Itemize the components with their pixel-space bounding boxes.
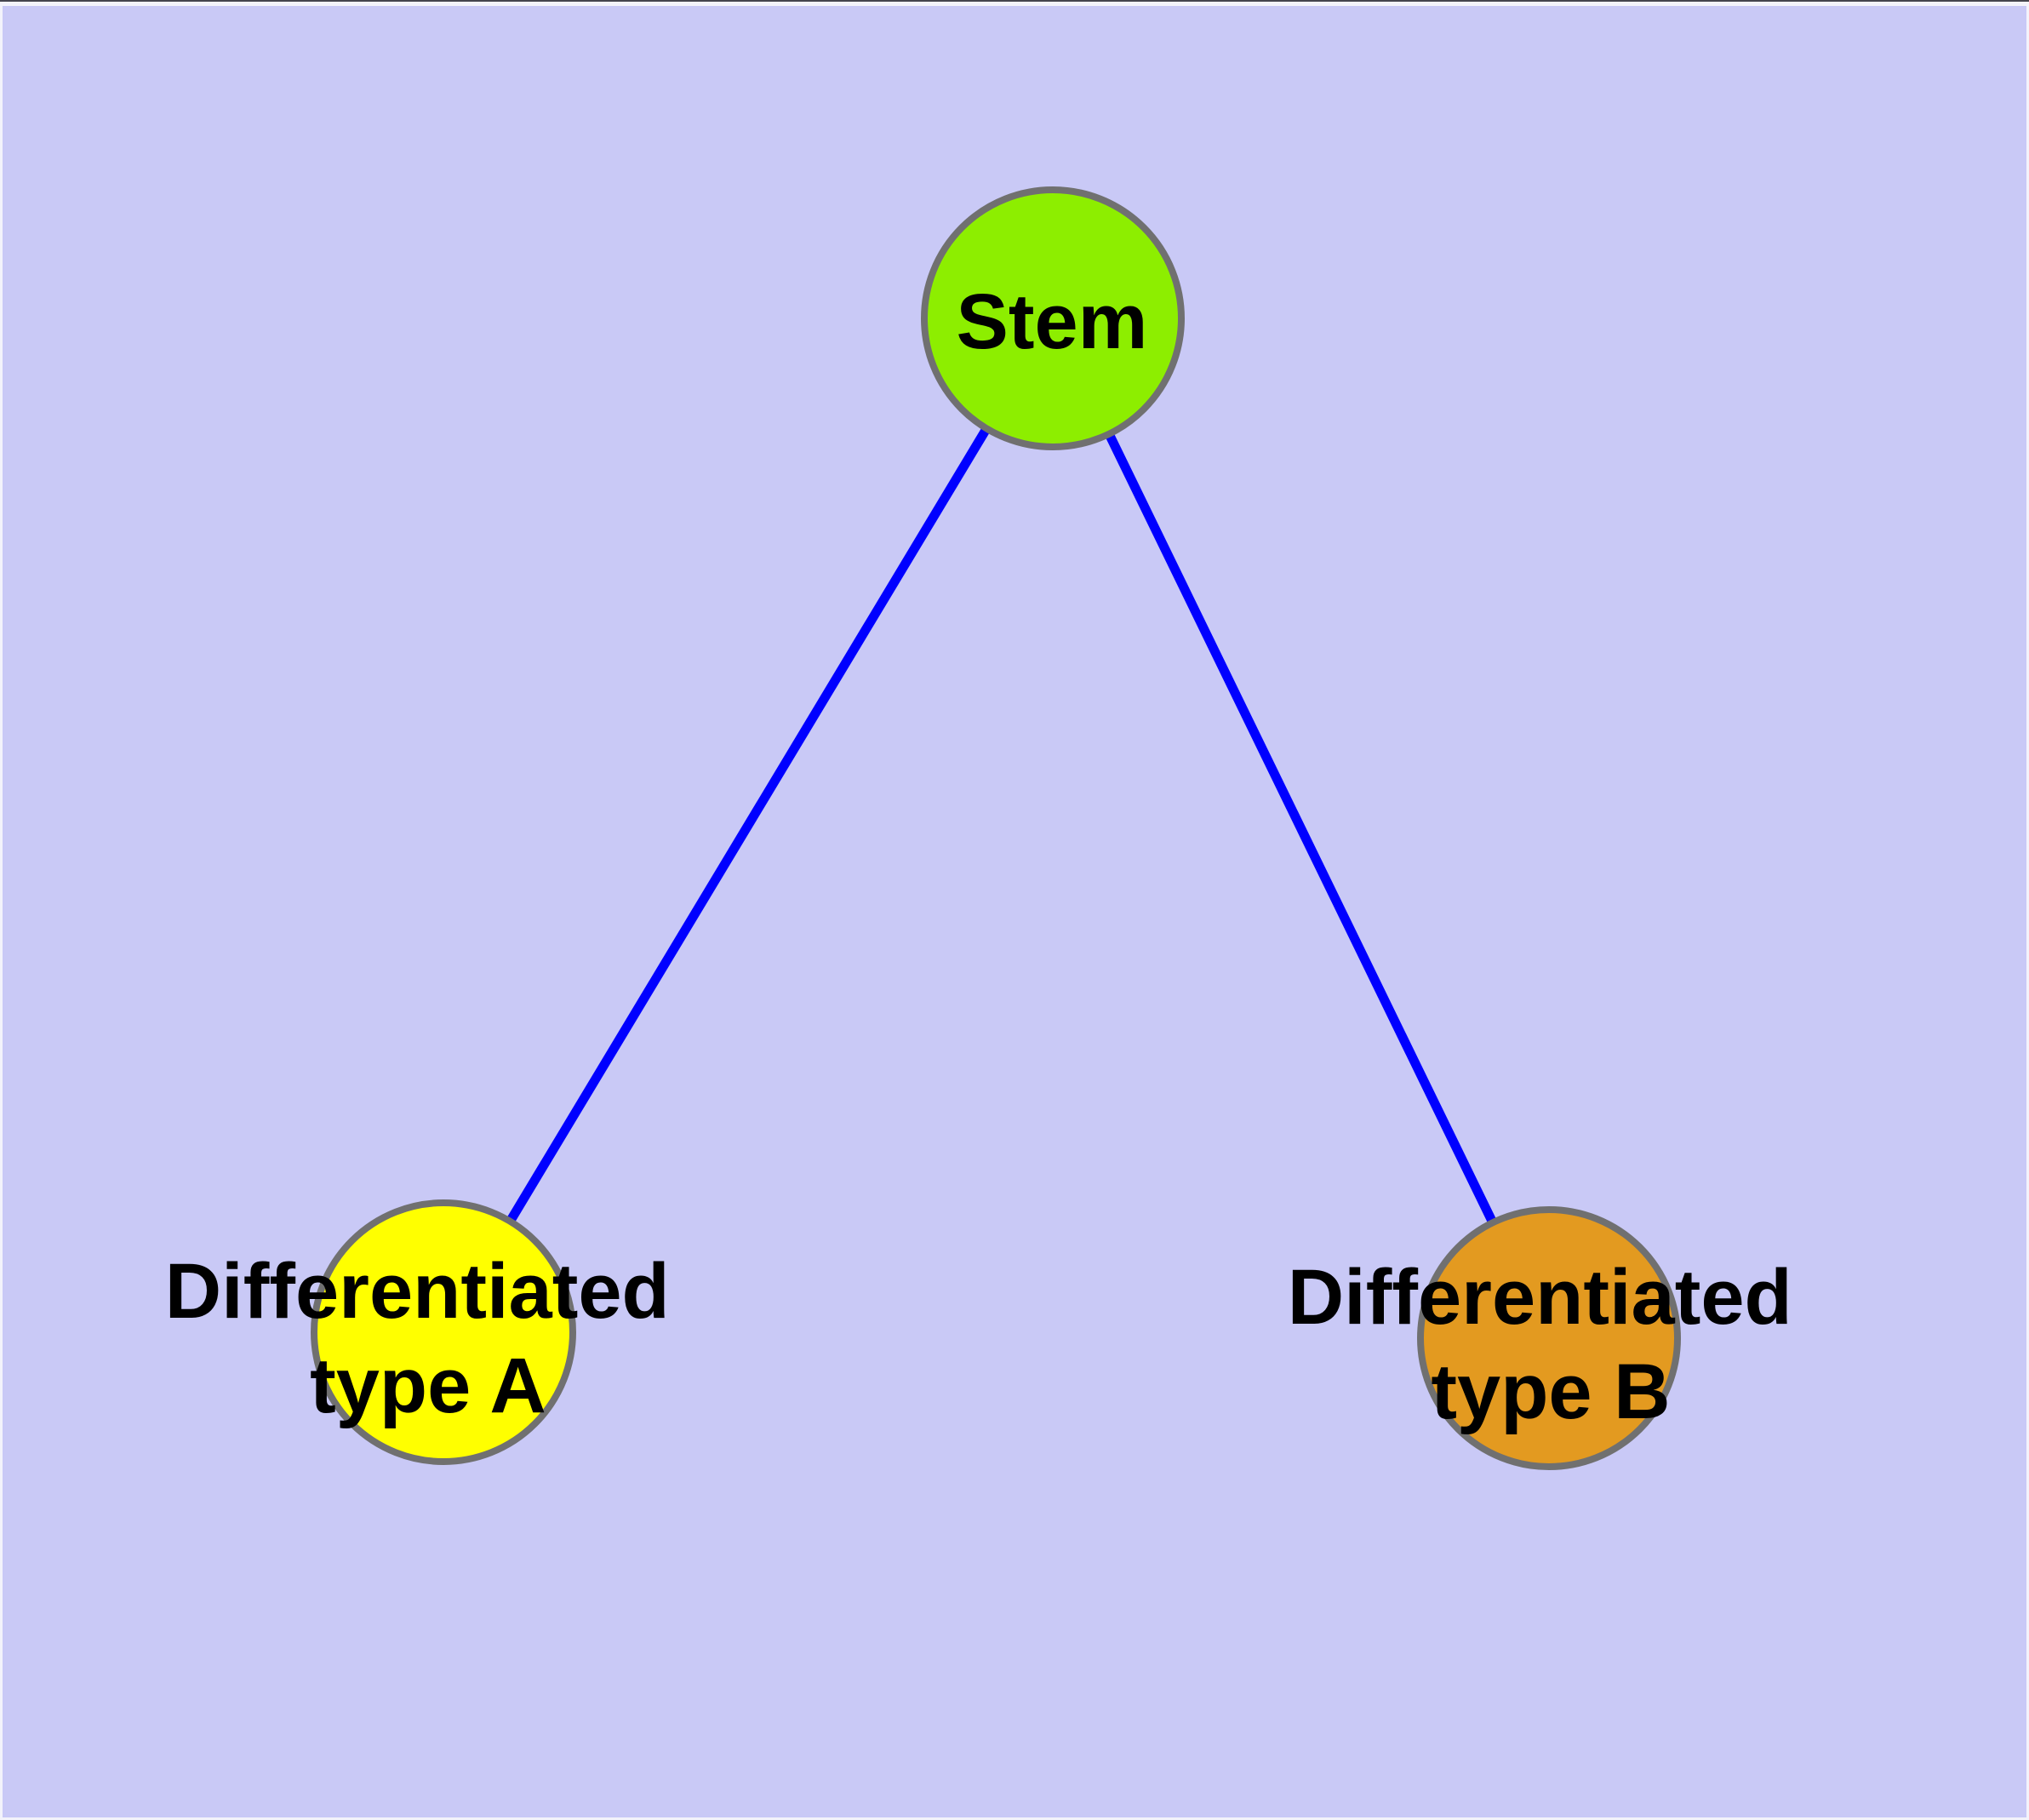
node-differentiated-b-label-line2: type B — [1431, 1348, 1670, 1435]
node-differentiated-b-circle[interactable] — [1417, 1206, 1681, 1470]
node-differentiated-b-label-line1: Differentiated — [1288, 1254, 1792, 1341]
edge-stem-to-differentiated-a — [439, 316, 1057, 1335]
window-top-line — [0, 0, 2029, 2]
node-differentiated-a-label-line1: Differentiated — [165, 1248, 670, 1335]
node-stem-circle[interactable] — [921, 186, 1185, 450]
node-differentiated-a-circle[interactable] — [311, 1199, 576, 1465]
node-differentiated-a-label: Differentiated type A — [165, 1248, 692, 1429]
node-stem-label: Stem — [957, 278, 1148, 365]
node-differentiated-a-label-line2: type A — [310, 1342, 546, 1429]
node-differentiated-b-label: Differentiated type B — [1288, 1254, 1815, 1435]
edge-stem-to-differentiated-b — [1049, 316, 1553, 1341]
